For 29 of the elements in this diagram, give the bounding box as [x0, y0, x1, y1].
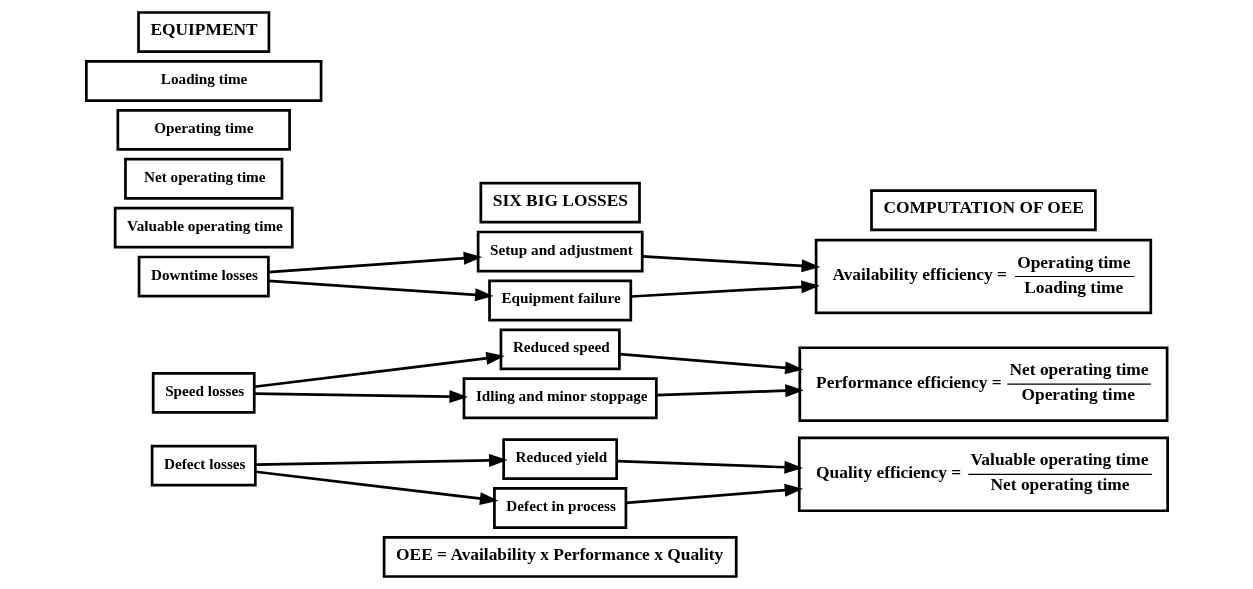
node-box: SIX BIG LOSSES — [478, 181, 641, 224]
node-box: Downtime losses — [137, 255, 270, 298]
node-box: Reduced speed — [499, 328, 621, 371]
arrow — [656, 384, 804, 398]
arrow — [253, 390, 468, 404]
node-box: Valuable operating time — [113, 206, 294, 249]
node-box: Net operating time — [123, 157, 283, 200]
arrow — [255, 453, 508, 467]
arrow — [254, 470, 498, 505]
node-box: Defect losses — [150, 444, 257, 487]
node-box: Setup and adjustment — [476, 230, 644, 273]
node-box: Defect in process — [492, 487, 627, 529]
node-box: Idling and minor stoppage — [462, 377, 658, 420]
node-box: EQUIPMENT — [136, 11, 270, 53]
arrow — [641, 255, 820, 273]
node-box: COMPUTATION OF OEE — [869, 189, 1097, 232]
arrow — [619, 352, 804, 375]
node-box: Operating time — [116, 108, 291, 151]
arrow — [253, 351, 505, 389]
arrow — [630, 280, 820, 298]
node-box: Loading time — [84, 60, 322, 102]
node-box: Equipment failure — [487, 279, 632, 322]
arrow — [625, 483, 803, 505]
node-box: OEE = Availability x Performance x Quality — [382, 536, 738, 578]
arrow — [616, 459, 803, 474]
node-box: Speed losses — [151, 371, 256, 414]
arrow — [267, 251, 482, 274]
node-box: Reduced yield — [501, 438, 618, 481]
arrow — [267, 279, 494, 302]
